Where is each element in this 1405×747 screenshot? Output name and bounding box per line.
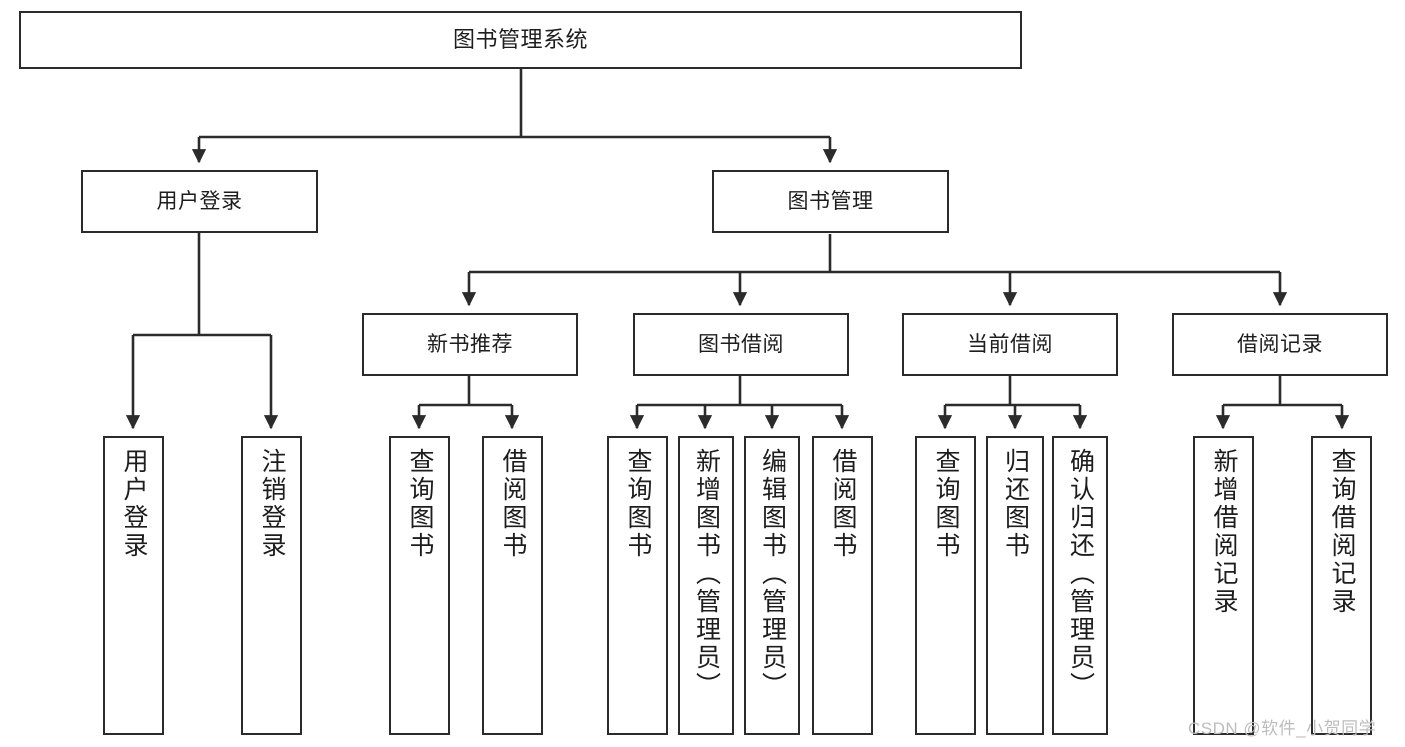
node-label: 新书推荐 [427, 332, 513, 356]
node-leaf-current-confirm-return-admin[interactable]: 确认归还（管理员） [1052, 436, 1108, 735]
node-label: 查询借阅记录 [1328, 448, 1356, 616]
node-label: 归还图书 [1001, 448, 1030, 560]
node-leaf-user-login[interactable]: 用户登录 [103, 436, 164, 735]
node-label: 编辑图书（管理员） [758, 448, 787, 700]
node-label: 查询图书 [624, 448, 652, 560]
node-label: 借阅图书 [499, 448, 527, 560]
node-new-book-recommend[interactable]: 新书推荐 [362, 313, 578, 376]
csdn-watermark: CSDN @软件_小贺同学 [1188, 719, 1377, 738]
node-leaf-record-add-record[interactable]: 新增借阅记录 [1193, 436, 1254, 735]
node-label: 用户登录 [156, 189, 243, 213]
node-leaf-borrow-borrow-book[interactable]: 借阅图书 [812, 436, 873, 735]
node-label: 确认归还（管理员） [1066, 448, 1095, 700]
node-leaf-borrow-edit-book-admin[interactable]: 编辑图书（管理员） [744, 436, 800, 735]
node-leaf-borrow-add-book-admin[interactable]: 新增图书（管理员） [678, 436, 734, 735]
node-leaf-current-query-book[interactable]: 查询图书 [915, 436, 976, 735]
node-label: 当前借阅 [967, 332, 1053, 356]
node-label: 图书管理 [787, 189, 874, 213]
node-book-borrow[interactable]: 图书借阅 [633, 313, 849, 376]
node-label: 借阅图书 [829, 448, 857, 560]
node-root-book-management-system[interactable]: 图书管理系统 [19, 11, 1022, 69]
node-user-login[interactable]: 用户登录 [81, 170, 318, 233]
node-label: 图书借阅 [698, 332, 784, 356]
node-leaf-recommend-borrow-book[interactable]: 借阅图书 [482, 436, 543, 735]
node-label: 注销登录 [258, 448, 286, 560]
node-label: 借阅记录 [1237, 332, 1323, 356]
node-label: 查询图书 [406, 448, 434, 560]
node-leaf-recommend-query-book[interactable]: 查询图书 [389, 436, 450, 735]
node-leaf-current-return-book[interactable]: 归还图书 [986, 436, 1044, 735]
node-label: 查询图书 [932, 448, 960, 560]
node-label: 用户登录 [120, 448, 148, 560]
node-leaf-borrow-query-book[interactable]: 查询图书 [607, 436, 668, 735]
node-leaf-record-query-record[interactable]: 查询借阅记录 [1311, 436, 1372, 735]
node-borrow-record[interactable]: 借阅记录 [1172, 313, 1388, 376]
node-leaf-logout[interactable]: 注销登录 [241, 436, 302, 735]
node-current-borrow[interactable]: 当前借阅 [902, 313, 1118, 376]
node-label: 图书管理系统 [452, 26, 588, 52]
node-book-management[interactable]: 图书管理 [712, 170, 949, 233]
node-label: 新增借阅记录 [1210, 448, 1238, 616]
node-label: 新增图书（管理员） [692, 448, 721, 700]
